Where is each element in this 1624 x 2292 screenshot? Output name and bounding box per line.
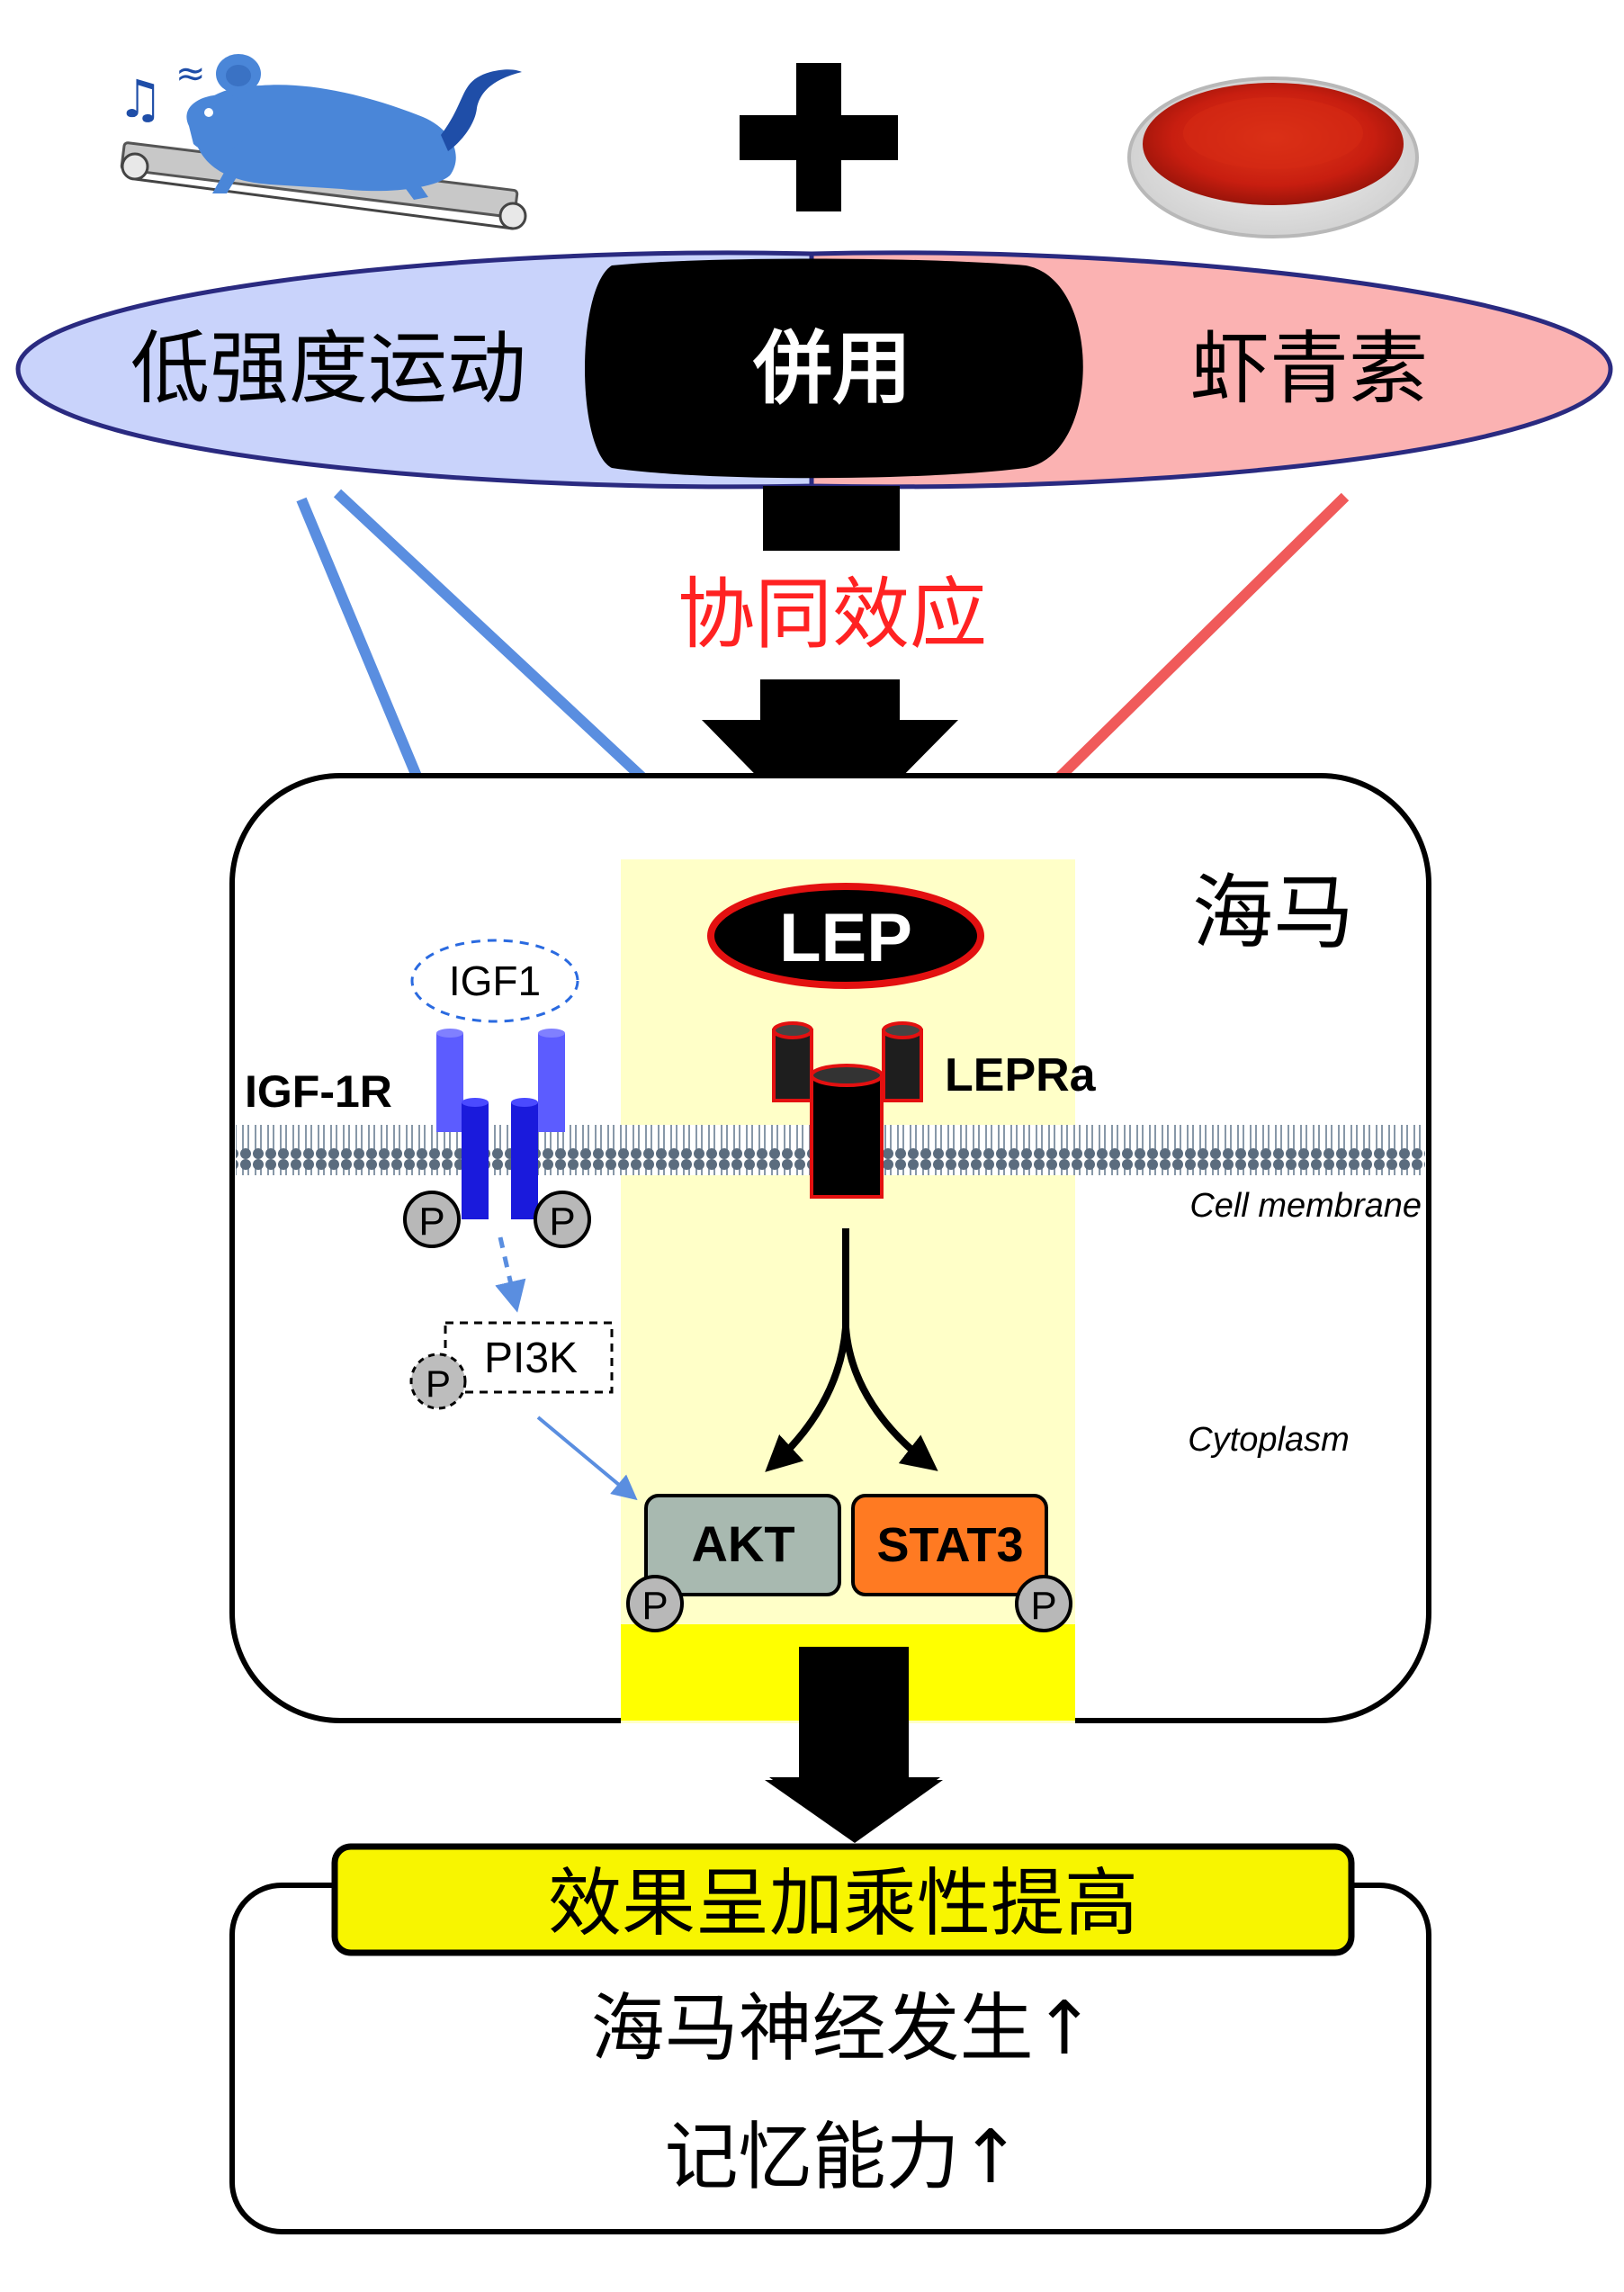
astaxanthin-powder-dish-icon: [1127, 76, 1419, 238]
svg-text:P: P: [549, 1200, 575, 1244]
memory-label: 记忆能力↑: [665, 2115, 1022, 2200]
stat3-phospho: P: [1015, 1575, 1072, 1632]
igf1r-to-pi3k-arrow: [495, 1236, 526, 1313]
neurogenesis-label: 海马神经发生↑: [591, 1986, 1096, 2072]
svg-text:≈: ≈: [175, 53, 206, 94]
exercise-label: 低强度运动: [130, 322, 526, 415]
lepra-receptor: [772, 1021, 923, 1199]
pi3k-label: PI3K: [484, 1335, 578, 1382]
igf1r-phospho-right: P: [534, 1191, 591, 1248]
outcome-header-box: [331, 1843, 1355, 1956]
akt-phospho: P: [626, 1575, 684, 1632]
svg-text:P: P: [642, 1584, 668, 1628]
akt-box: [644, 1494, 841, 1596]
igf1-ligand: [410, 939, 579, 1023]
svg-text:P: P: [426, 1362, 451, 1405]
stat3-label: STAT3: [876, 1518, 1023, 1572]
cell-membrane-label: Cell membrane: [1189, 1187, 1422, 1225]
pi3k-box: [444, 1321, 614, 1394]
lep-label: LEP: [779, 900, 912, 976]
astaxanthin-label: 虾青素: [1190, 322, 1428, 415]
igf1r-receptor: [436, 1029, 565, 1219]
lepra-label: LEPRa: [945, 1049, 1097, 1101]
plus-icon: [740, 63, 898, 211]
svg-text:P: P: [418, 1200, 444, 1244]
svg-text:P: P: [1030, 1584, 1056, 1628]
akt-label: AKT: [691, 1515, 794, 1572]
lepra-signal-branch: [765, 1228, 938, 1472]
combined-treatment-ellipse: [15, 250, 1613, 490]
synergy-label: 协同效应: [677, 570, 987, 660]
mouse-treadmill-icon: ♫ ≈: [117, 53, 527, 230]
hippocampus-label: 海马: [1192, 866, 1354, 960]
outcome-header-label: 效果呈加乘性提高: [548, 1861, 1138, 1946]
igf1-label: IGF1: [449, 957, 541, 1004]
pi3k-phospho: P: [409, 1353, 467, 1410]
igf1r-label: IGF-1R: [245, 1066, 392, 1117]
pi3k-to-akt-arrow: [536, 1416, 638, 1501]
synergy-arrow: [702, 486, 958, 850]
combined-label: 併用: [752, 322, 911, 415]
lep-ligand: [707, 883, 984, 989]
igf1r-phospho-left: P: [403, 1191, 461, 1248]
cytoplasm-label: Cytoplasm: [1188, 1421, 1350, 1459]
stat3-box: [851, 1494, 1048, 1596]
svg-text:♫: ♫: [117, 68, 164, 130]
